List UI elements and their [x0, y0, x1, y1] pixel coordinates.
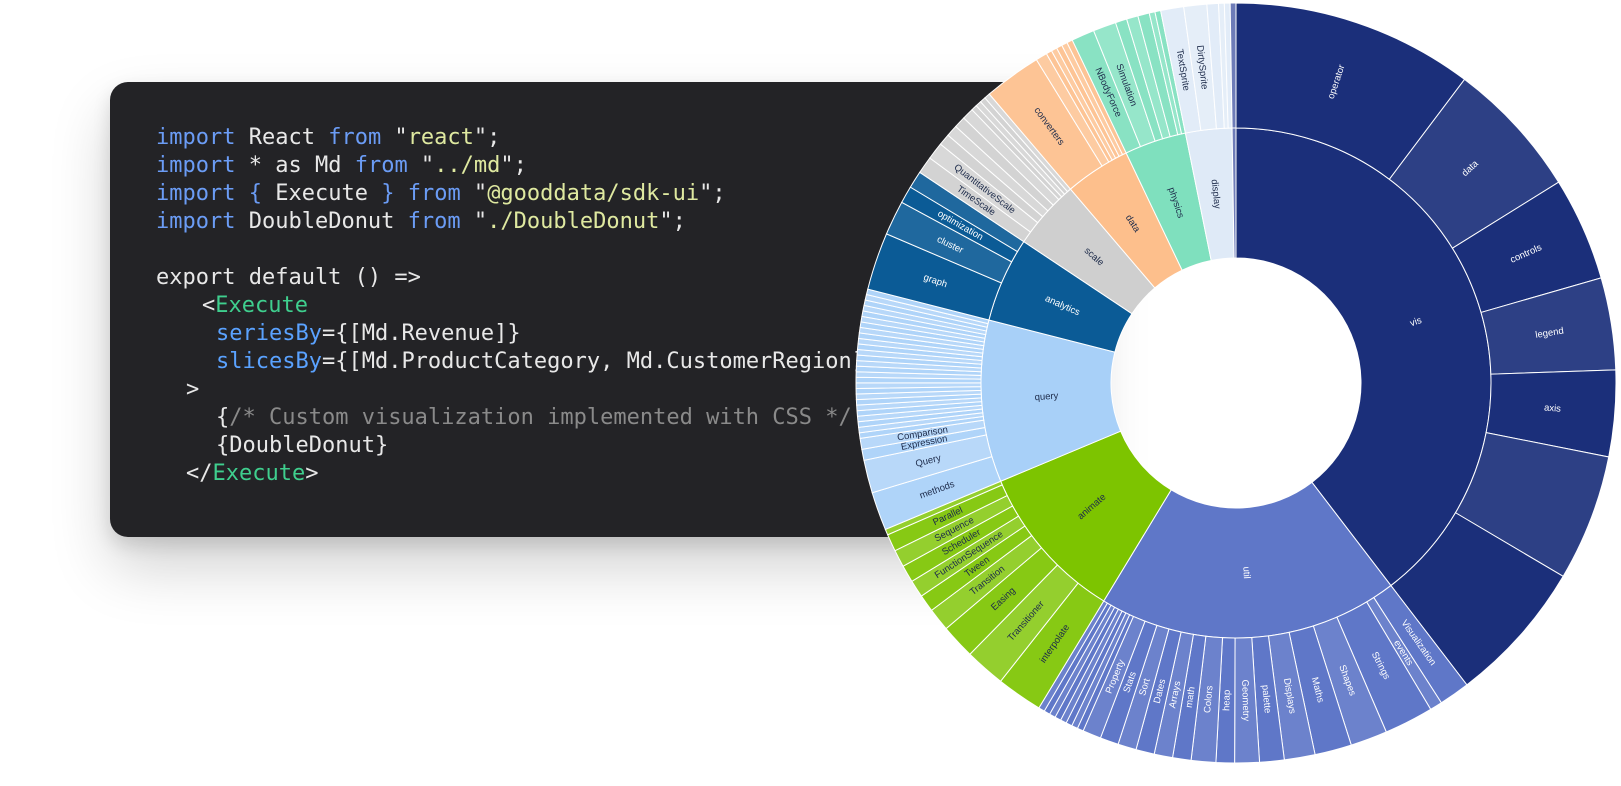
code-token: ./DoubleDonut	[487, 209, 660, 234]
code-token: /* Custom visualization implemented with…	[229, 405, 852, 430]
code-line: >	[156, 376, 878, 404]
code-token: "	[407, 153, 435, 178]
code-token: ";	[500, 153, 527, 178]
code-token: }	[381, 181, 395, 206]
code-token: >	[186, 377, 200, 402]
code-token: DoubleDonut	[235, 209, 408, 234]
code-token: "	[460, 209, 488, 234]
code-token: from	[407, 209, 461, 234]
code-token: export default () =>	[156, 265, 421, 290]
code-line: {/* Custom visualization implemented wit…	[156, 404, 878, 432]
code-line: </Execute>	[156, 460, 878, 488]
code-block: import React from "react";import * as Md…	[156, 124, 878, 488]
code-token: import	[156, 153, 236, 178]
code-token: slicesBy	[216, 349, 322, 374]
code-token: seriesBy	[216, 321, 322, 346]
code-line: import * as Md from "../md";	[156, 152, 878, 180]
code-token: ";	[659, 209, 686, 234]
code-token: from	[407, 181, 461, 206]
code-token: @gooddata/sdk-ui	[487, 181, 700, 206]
code-token: from	[328, 125, 382, 150]
code-token: Execute	[212, 461, 306, 486]
code-token: >	[305, 461, 319, 486]
code-line: {DoubleDonut}	[156, 432, 878, 460]
code-token: </	[186, 461, 213, 486]
code-token: {	[248, 181, 262, 206]
sunburst-outer-segment	[1229, 2, 1237, 129]
code-token: from	[354, 153, 408, 178]
code-token: "	[381, 125, 408, 150]
code-line: <Execute	[156, 292, 878, 320]
code-token: * as Md	[235, 153, 355, 178]
code-token: import	[156, 125, 236, 150]
code-token: import	[156, 181, 236, 206]
code-token: {	[216, 405, 230, 430]
code-token: ";	[473, 125, 501, 150]
code-token: ={[Md.Revenue]}	[321, 321, 521, 346]
code-line: import React from "react";	[156, 124, 878, 152]
code-line: slicesBy={[Md.ProductCategory, Md.Custom…	[156, 348, 878, 376]
code-token: "	[460, 181, 488, 206]
code-line: export default () =>	[156, 264, 878, 292]
code-token: Execute	[215, 293, 308, 318]
code-token: react	[407, 125, 474, 150]
code-token: <	[202, 293, 216, 318]
code-token: ../md	[434, 153, 501, 178]
code-line: seriesBy={[Md.Revenue]}	[156, 320, 878, 348]
code-token: {DoubleDonut}	[216, 433, 389, 458]
code-token: Execute	[261, 181, 382, 206]
code-token: import	[156, 209, 236, 234]
code-token: ";	[699, 181, 726, 206]
code-line: import DoubleDonut from "./DoubleDonut";	[156, 208, 878, 236]
code-token: ={[Md.ProductCategory, Md.CustomerRegion…	[321, 349, 879, 374]
code-line: import { Execute } from "@gooddata/sdk-u…	[156, 180, 878, 208]
code-token: React	[235, 125, 329, 150]
